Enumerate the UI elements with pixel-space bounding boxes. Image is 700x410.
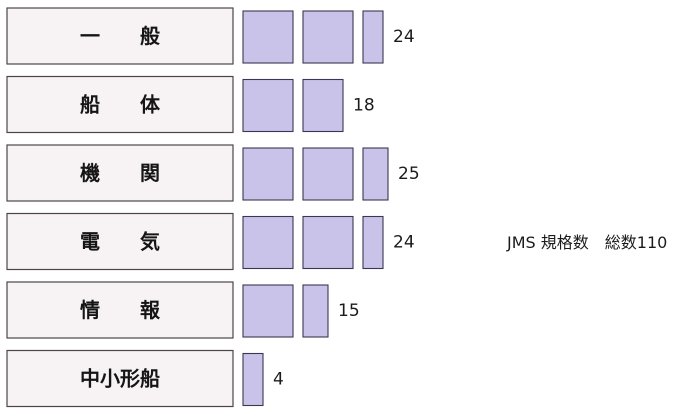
value-bar-block [242,352,264,407]
chart-row: 一 般 24 [6,7,415,65]
value-label: 24 [393,27,415,47]
value-bar-block [302,78,344,133]
category-label: 情 報 [80,298,161,322]
category-label: 中小形船 [80,367,160,391]
value-bar-block [302,215,354,270]
value-bar-block [242,147,294,201]
chart-rows: 一 般 24 船 体 18 機 関 25 電 気 24 情 報 15 中小形船 4 [6,7,420,408]
category-box [6,349,234,408]
category-box [6,212,234,271]
chart-row: 船 体 18 [6,75,375,134]
value-bar-block [362,147,389,201]
value-label: 25 [398,164,420,184]
value-bar-block [242,284,294,338]
chart-row: 電 気 24 [6,212,415,271]
value-bar-block [302,284,329,338]
value-label: 15 [338,301,360,321]
value-label: 18 [353,96,375,116]
category-label: 一 般 [80,24,160,48]
value-bar-block [242,10,294,64]
category-box [6,7,234,65]
value-bar-block [242,78,294,133]
category-box [6,144,234,202]
category-box [6,75,234,134]
value-bar-block [362,215,384,270]
category-box [6,281,234,339]
value-bar-block [242,215,294,270]
category-label: 機 関 [80,161,160,185]
chart-row: 中小形船 4 [6,349,284,408]
category-label: 船 体 [80,93,161,117]
chart-row: 情 報 15 [6,281,360,339]
chart-row: 機 関 25 [6,144,420,202]
value-bar-block [302,147,354,201]
value-bar-block [302,10,354,64]
category-label: 電 気 [80,230,160,254]
total-annotation: JMS 規格数 総数110 [506,233,667,252]
value-label: 24 [393,233,415,253]
value-label: 4 [273,370,284,390]
value-bar-block [362,10,384,64]
